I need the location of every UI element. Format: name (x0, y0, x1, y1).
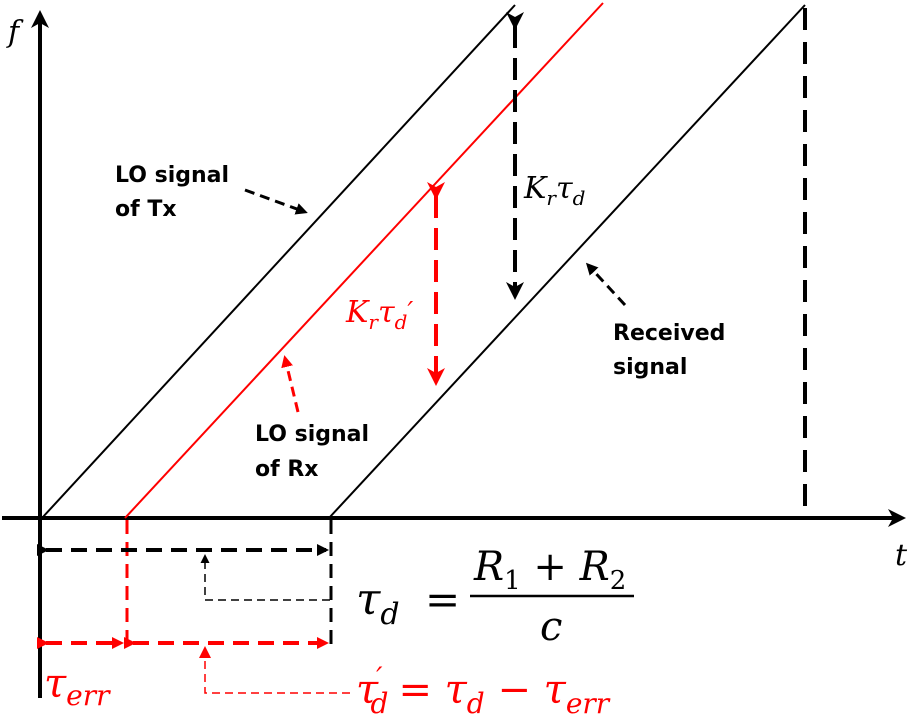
kr-tau-d-prime-label: Krτd′ (345, 295, 413, 334)
tau-d-prime-equation: τ′d= τd − τerr (356, 661, 611, 716)
tau-d-equation-numerator: R1 + R2 (473, 544, 626, 596)
tx-lo-label-line2: of Tx (115, 197, 177, 222)
received-label-line2: signal (613, 355, 687, 380)
tau-err-label: τerr (44, 661, 111, 712)
kr-tau-d-label: Krτd (523, 171, 585, 210)
received-pointer-arrow (585, 262, 627, 307)
tx-lo-label-line1: LO signal (115, 163, 229, 188)
rx-pointer-arrow (281, 355, 300, 413)
tau-d-equation-lhs: τd (356, 574, 400, 632)
tau-d-equation-denominator: c (540, 604, 562, 650)
x-axis-label: t (895, 538, 908, 573)
tau-d-prime-equation-leader (199, 646, 350, 694)
received-label-line1: Received (613, 321, 725, 346)
y-axis-label: f (6, 15, 24, 50)
rx-lo-label-line2: of Rx (255, 457, 318, 482)
tx-pointer-arrow (244, 188, 308, 215)
rx-lo-label-line1: LO signal (255, 422, 369, 447)
received-signal-line (328, 4, 806, 519)
tau-d-equation-leader (200, 554, 330, 601)
tau-d-equation-equals: = (425, 575, 460, 624)
tx-lo-signal-line (41, 4, 516, 519)
